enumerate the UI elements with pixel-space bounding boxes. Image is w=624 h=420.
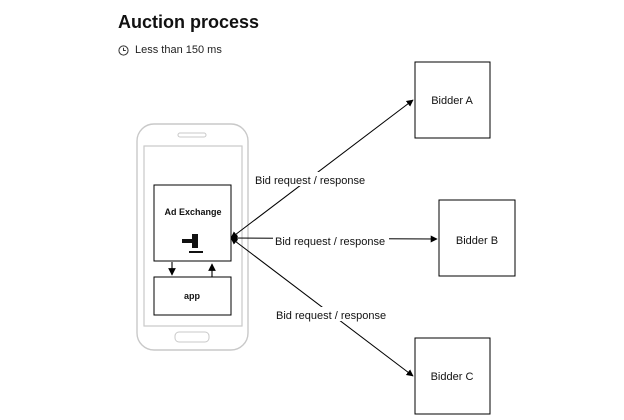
ad-exchange-label: Ad Exchange <box>164 207 221 217</box>
bidder-c-label: Bidder C <box>431 371 474 383</box>
bidder-a-label: Bidder A <box>431 95 473 107</box>
timing-note: Less than 150 ms <box>118 44 222 56</box>
link-label-c: Bid request / response <box>276 310 386 322</box>
gavel-icon <box>182 234 203 253</box>
ad-exchange-box: Ad Exchange <box>153 184 232 262</box>
link-to-bidder-a <box>230 99 414 239</box>
bidder-a-box: Bidder A <box>414 61 491 139</box>
phone-speaker <box>177 132 207 138</box>
page-title: Auction process <box>118 12 260 32</box>
clock-icon <box>118 44 129 56</box>
bidder-b-label: Bidder B <box>456 235 498 247</box>
bidder-c-box: Bidder C <box>414 337 491 415</box>
timing-text: Less than 150 ms <box>135 44 222 56</box>
app-box: app <box>153 276 232 316</box>
link-label-a: Bid request / response <box>255 175 365 187</box>
link-label-b: Bid request / response <box>275 236 385 248</box>
app-label: app <box>184 291 201 301</box>
bidder-b-box: Bidder B <box>438 199 516 277</box>
phone-home-button <box>174 331 210 343</box>
